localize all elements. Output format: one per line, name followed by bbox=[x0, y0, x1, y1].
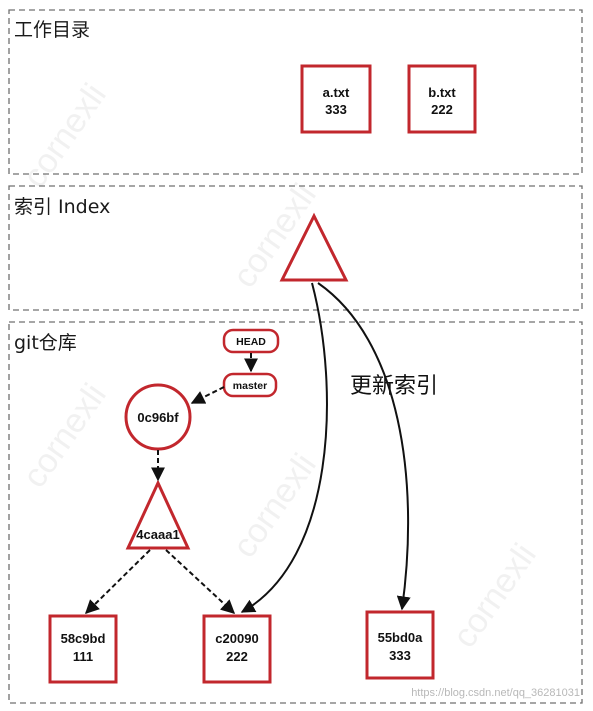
index-title: 索引 Index bbox=[14, 196, 110, 218]
head-ref bbox=[222, 328, 280, 354]
master-label: master bbox=[233, 380, 267, 392]
update-index-label: 更新索引 bbox=[350, 374, 438, 399]
tree-to-blob-edge bbox=[85, 549, 151, 614]
master-ref bbox=[222, 372, 278, 398]
repo-section bbox=[8, 321, 583, 704]
index-to-blob-edge bbox=[317, 282, 411, 611]
watermark-text: cornexli bbox=[225, 447, 323, 565]
watermark-layer: cornexli cornexli cornexli cornexli corn… bbox=[15, 77, 543, 655]
master-to-commit-edge bbox=[190, 386, 225, 404]
index-tree-node bbox=[279, 212, 349, 282]
workdir-section bbox=[8, 9, 583, 175]
watermark-text: cornexli bbox=[445, 537, 543, 655]
file-a-name: a.txt bbox=[323, 85, 350, 100]
blob-value: 111 bbox=[73, 649, 93, 664]
file-b-name: b.txt bbox=[428, 85, 456, 100]
blob-id: c20090 bbox=[215, 631, 258, 646]
blob-id: 55bd0a bbox=[378, 630, 424, 645]
watermark-text: cornexli bbox=[15, 77, 113, 195]
commit-id: 0c96bf bbox=[137, 410, 179, 425]
tree-id: 4caaa1 bbox=[136, 527, 179, 542]
index-section bbox=[8, 185, 583, 311]
blob-value: 222 bbox=[226, 649, 248, 664]
blob-id: 58c9bd bbox=[61, 631, 106, 646]
blob-node: c20090 222 bbox=[202, 614, 272, 684]
blob-node: 55bd0a 333 bbox=[365, 610, 435, 680]
file-b-node: b.txt 222 bbox=[407, 64, 477, 134]
footer-watermark: https://blog.csdn.net/qq_36281031 bbox=[411, 687, 580, 699]
file-b-value: 222 bbox=[431, 102, 453, 117]
blob-value: 333 bbox=[389, 648, 411, 663]
watermark-text: cornexli bbox=[15, 377, 113, 495]
repo-title: git仓库 bbox=[14, 332, 77, 354]
head-label: HEAD bbox=[236, 336, 266, 348]
commit-node bbox=[124, 383, 192, 451]
workdir-title: 工作目录 bbox=[14, 19, 90, 41]
index-to-blob-edge bbox=[240, 282, 328, 613]
tree-node bbox=[125, 479, 191, 550]
file-a-value: 333 bbox=[325, 102, 347, 117]
file-a-node: a.txt 333 bbox=[300, 64, 372, 134]
blob-node: 58c9bd 111 bbox=[48, 614, 118, 684]
tree-to-blob-edge bbox=[165, 549, 236, 614]
